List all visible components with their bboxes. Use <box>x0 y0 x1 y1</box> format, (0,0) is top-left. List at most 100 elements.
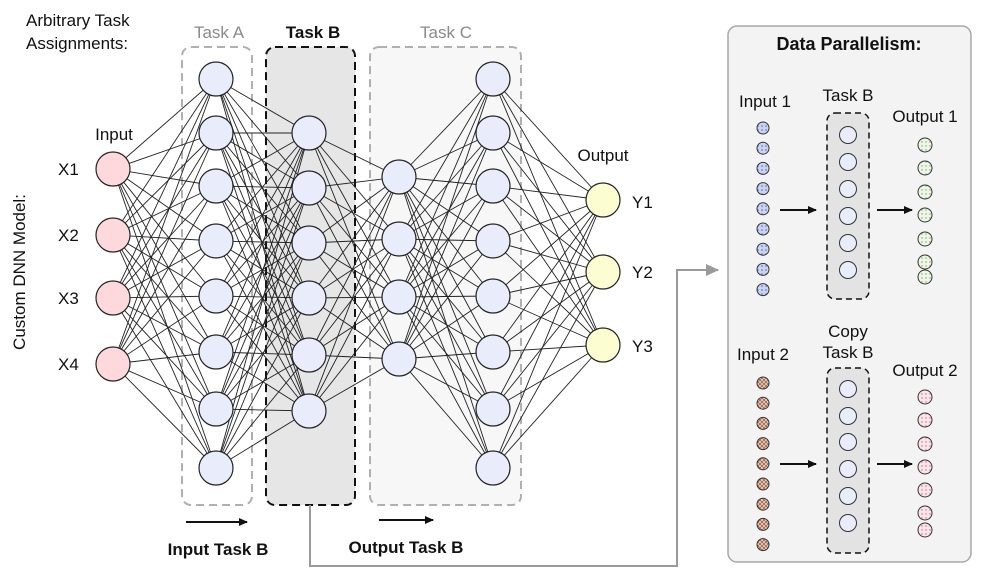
input-node <box>95 346 131 382</box>
panel-output2-node <box>917 412 933 428</box>
panel-input2-node <box>756 538 770 552</box>
network-edge <box>492 240 604 273</box>
network-edge <box>308 242 400 360</box>
task-c-hidden-node <box>381 279 417 315</box>
network-edge <box>492 240 604 346</box>
panel-input2-node <box>756 457 770 471</box>
network-edge <box>492 344 604 410</box>
network-edge <box>492 132 604 201</box>
network-edge <box>215 242 310 410</box>
panel-input2-node <box>756 416 770 430</box>
network-edge <box>112 78 217 236</box>
network-edge <box>215 297 310 410</box>
task-a-node <box>198 391 234 427</box>
panel-copy-task-b-node <box>839 487 857 505</box>
network-edge <box>398 185 494 298</box>
task-a-node <box>198 334 234 370</box>
task-b-node <box>291 393 327 429</box>
network-edge <box>398 132 494 240</box>
network-edge <box>112 185 217 365</box>
panel-input2-node <box>756 477 770 491</box>
task-c-hidden-node <box>381 341 417 377</box>
network-edge <box>112 168 217 297</box>
network-edge <box>492 78 604 201</box>
network-edge <box>308 238 400 412</box>
network-edge <box>492 271 604 353</box>
network-edge <box>492 132 604 346</box>
network-edge <box>112 297 217 353</box>
panel-input2-node <box>756 376 770 390</box>
network-edge <box>398 358 494 469</box>
panel-input1-node <box>756 242 770 256</box>
task-c-box <box>369 46 522 506</box>
network-edge <box>398 238 494 297</box>
panel-output1-node <box>917 207 933 223</box>
panel-output2-node <box>917 482 933 498</box>
network-edge <box>398 358 494 410</box>
network-edge <box>398 176 494 469</box>
custom-dnn-model-label: Custom DNN Model: <box>10 194 29 350</box>
network-edge <box>112 168 217 242</box>
input-x2-label: X2 <box>58 226 79 245</box>
task-a-node <box>198 168 234 204</box>
panel-copy-task-b-node <box>839 407 857 425</box>
task-c-node <box>475 450 511 486</box>
network-edge <box>215 132 310 353</box>
task-c-node <box>475 334 511 370</box>
network-edge <box>308 296 400 412</box>
panel-task-b-box <box>826 112 870 300</box>
panel-task-b-node <box>839 153 857 171</box>
panel-input1-node <box>756 141 770 155</box>
network-edges <box>112 78 604 469</box>
network-edge <box>492 78 604 346</box>
panel-task-b-node <box>839 234 857 252</box>
network-edge <box>308 176 400 356</box>
network-edge <box>112 234 217 469</box>
output-y3-label: Y3 <box>632 337 653 356</box>
network-edge <box>308 132 400 240</box>
network-edge <box>492 199 604 410</box>
panel-input1-node <box>756 161 770 175</box>
network-edge <box>398 78 494 178</box>
network-edge <box>112 234 217 353</box>
network-edge <box>215 132 310 297</box>
input-x3-label: X3 <box>58 289 79 308</box>
panel-output2-node <box>917 436 933 452</box>
network-edge <box>308 132 400 298</box>
network-edge <box>398 78 494 240</box>
panel-input2-node <box>756 437 770 451</box>
network-edge <box>492 295 604 346</box>
panel-copy-task-b-node <box>839 380 857 398</box>
network-edge <box>492 185 604 201</box>
network-edge <box>112 78 217 365</box>
network-edge <box>215 132 310 242</box>
panel-task-b-node <box>839 180 857 198</box>
panel-copy-task-b-node <box>839 514 857 532</box>
arbitrary-label-line1: Arbitrary Task <box>26 11 130 30</box>
network-edge <box>112 240 217 299</box>
panel-input1-node <box>756 182 770 196</box>
network-edge <box>398 185 494 240</box>
task-a-node <box>198 115 234 151</box>
task-a-label: Task A <box>194 23 245 42</box>
network-edge <box>215 354 310 410</box>
network-edge <box>112 185 217 236</box>
panel-input2-node <box>756 396 770 410</box>
task-a-node <box>198 223 234 259</box>
network-edge <box>398 296 494 469</box>
output-node <box>585 327 621 363</box>
network-edge <box>112 185 217 299</box>
input-node <box>95 217 131 253</box>
panel-copy-task-b-node <box>839 460 857 478</box>
network-edge <box>112 363 217 469</box>
network-edge <box>112 78 217 299</box>
panel-input1-node <box>756 121 770 135</box>
network-edge <box>492 199 604 469</box>
panel-task-b-node <box>839 261 857 279</box>
arbitrary-label-line2: Assignments: <box>26 34 128 53</box>
network-edge <box>215 354 310 469</box>
network-edge <box>112 234 217 297</box>
panel-output1-node <box>917 184 933 200</box>
network-edge <box>308 187 400 298</box>
